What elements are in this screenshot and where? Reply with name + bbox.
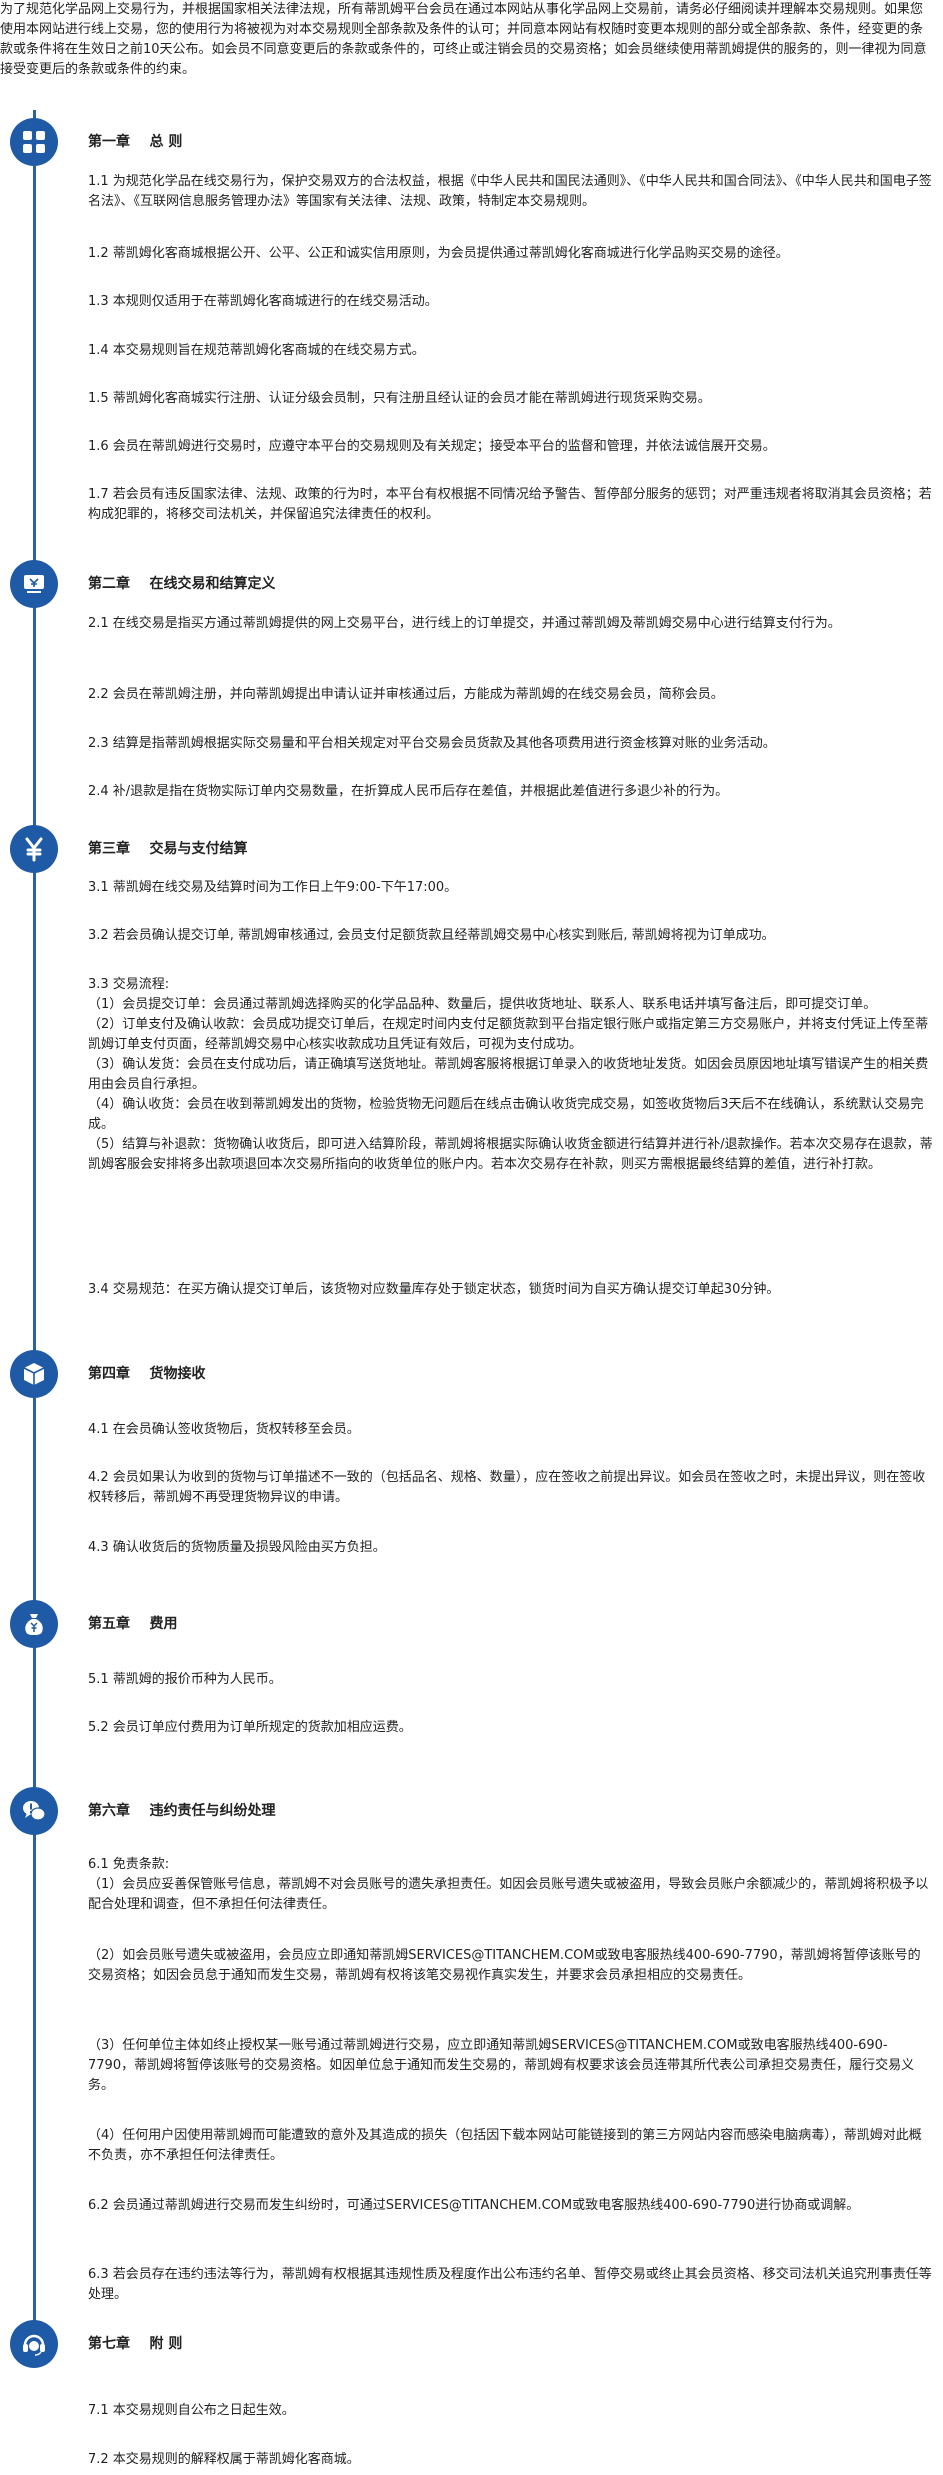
chapter-1-title: 第一章 总 则	[88, 134, 183, 150]
yuan-icon	[10, 825, 58, 873]
chapter-6-title: 第六章 违约责任与纠纷处理	[88, 1803, 276, 1819]
clause-3-1: 3.1 蒂凯姆在线交易及结算时间为工作日上午9:00-下午17:00。	[88, 880, 458, 895]
clause-2-4: 2.4 补/退款是指在货物实际订单内交易数量，在折算成人民币后存在差值，并根据此…	[88, 784, 729, 799]
clause-2-3: 2.3 结算是指蒂凯姆根据实际交易量和平台相关规定对平台交易会员货款及其他各项费…	[88, 736, 776, 751]
chapter-5-title: 第五章 费用	[88, 1616, 178, 1632]
clause-4-3: 4.3 确认收货后的货物质量及损毁风险由买方负担。	[88, 1540, 386, 1555]
clause-5-2: 5.2 会员订单应付费用为订单所规定的货款加相应运费。	[88, 1720, 412, 1735]
chapter-4-title: 第四章 货物接收	[88, 1366, 206, 1382]
account-icon	[10, 560, 58, 608]
timeline-line	[33, 110, 36, 2360]
clause-3-3: 3.3 交易流程: （1）会员提交订单：会员通过蒂凯姆选择购买的化学品品种、数量…	[88, 977, 933, 1172]
chapter-7-title: 第七章 附 则	[88, 2336, 183, 2352]
grid-icon	[10, 118, 58, 166]
clause-1-5: 1.5 蒂凯姆化客商城实行注册、认证分级会员制，只有注册且经认证的会员才能在蒂凯…	[88, 391, 711, 406]
dispute-icon	[10, 1787, 58, 1835]
clause-6-1-3: （3）任何单位主体如终止授权某一账号通过蒂凯姆进行交易，应立即通知蒂凯姆SERV…	[88, 2038, 915, 2093]
clause-7-2: 7.2 本交易规则的解释权属于蒂凯姆化客商城。	[88, 2452, 360, 2467]
clause-1-2: 1.2 蒂凯姆化客商城根据公开、公平、公正和诚实信用原则，为会员提供通过蒂凯姆化…	[88, 246, 789, 261]
chapter-3-title: 第三章 交易与支付结算	[88, 841, 248, 857]
clause-4-1: 4.1 在会员确认签收货物后，货权转移至会员。	[88, 1422, 360, 1437]
clause-1-3: 1.3 本规则仅适用于在蒂凯姆化客商城进行的在线交易活动。	[88, 294, 438, 309]
box-icon	[10, 1350, 58, 1398]
clause-3-4: 3.4 交易规范：在买方确认提交订单后，该货物对应数量库存处于锁定状态，锁货时间…	[88, 1282, 780, 1297]
intro-text: 为了规范化学品网上交易行为，并根据国家相关法律法规，所有蒂凯姆平台会员在通过本网…	[0, 2, 927, 77]
clause-1-7: 1.7 若会员有违反国家法律、法规、政策的行为时，本平台有权根据不同情况给予警告…	[88, 487, 932, 522]
money-bag-icon	[10, 1600, 58, 1648]
clause-6-1: 6.1 免责条款: （1）会员应妥善保管账号信息，蒂凯姆不对会员账号的遗失承担责…	[88, 1857, 929, 1912]
support-icon	[10, 2320, 58, 2368]
clause-7-1: 7.1 本交易规则自公布之日起生效。	[88, 2403, 295, 2418]
clause-6-1-2: （2）如会员账号遗失或被盗用，会员应立即通知蒂凯姆SERVICES@TITANC…	[88, 1948, 921, 1983]
clause-5-1: 5.1 蒂凯姆的报价币种为人民币。	[88, 1672, 282, 1687]
clause-1-1: 1.1 为规范化学品在线交易行为，保护交易双方的合法权益，根据《中华人民共和国民…	[88, 174, 932, 209]
clause-6-3: 6.3 若会员存在违约违法等行为，蒂凯姆有权根据其违规性质及程度作出公布违约名单…	[88, 2267, 932, 2302]
clause-2-2: 2.2 会员在蒂凯姆注册，并向蒂凯姆提出申请认证并审核通过后，方能成为蒂凯姆的在…	[88, 687, 724, 702]
clause-2-1: 2.1 在线交易是指买方通过蒂凯姆提供的网上交易平台，进行线上的订单提交，并通过…	[88, 616, 841, 631]
clause-6-1-4: （4）任何用户因使用蒂凯姆而可能遭致的意外及其造成的损失（包括因下载本网站可能链…	[88, 2128, 922, 2163]
clause-6-2: 6.2 会员通过蒂凯姆进行交易而发生纠纷时，可通过SERVICES@TITANC…	[88, 2198, 860, 2213]
clause-1-6: 1.6 会员在蒂凯姆进行交易时，应遵守本平台的交易规则及有关规定；接受本平台的监…	[88, 439, 776, 454]
clause-4-2: 4.2 会员如果认为收到的货物与订单描述不一致的（包括品名、规格、数量），应在签…	[88, 1470, 926, 1505]
chapter-2-title: 第二章 在线交易和结算定义	[88, 576, 276, 592]
clause-1-4: 1.4 本交易规则旨在规范蒂凯姆化客商城的在线交易方式。	[88, 343, 425, 358]
clause-3-2: 3.2 若会员确认提交订单, 蒂凯姆审核通过, 会员支付足额货款且经蒂凯姆交易中…	[88, 928, 775, 943]
